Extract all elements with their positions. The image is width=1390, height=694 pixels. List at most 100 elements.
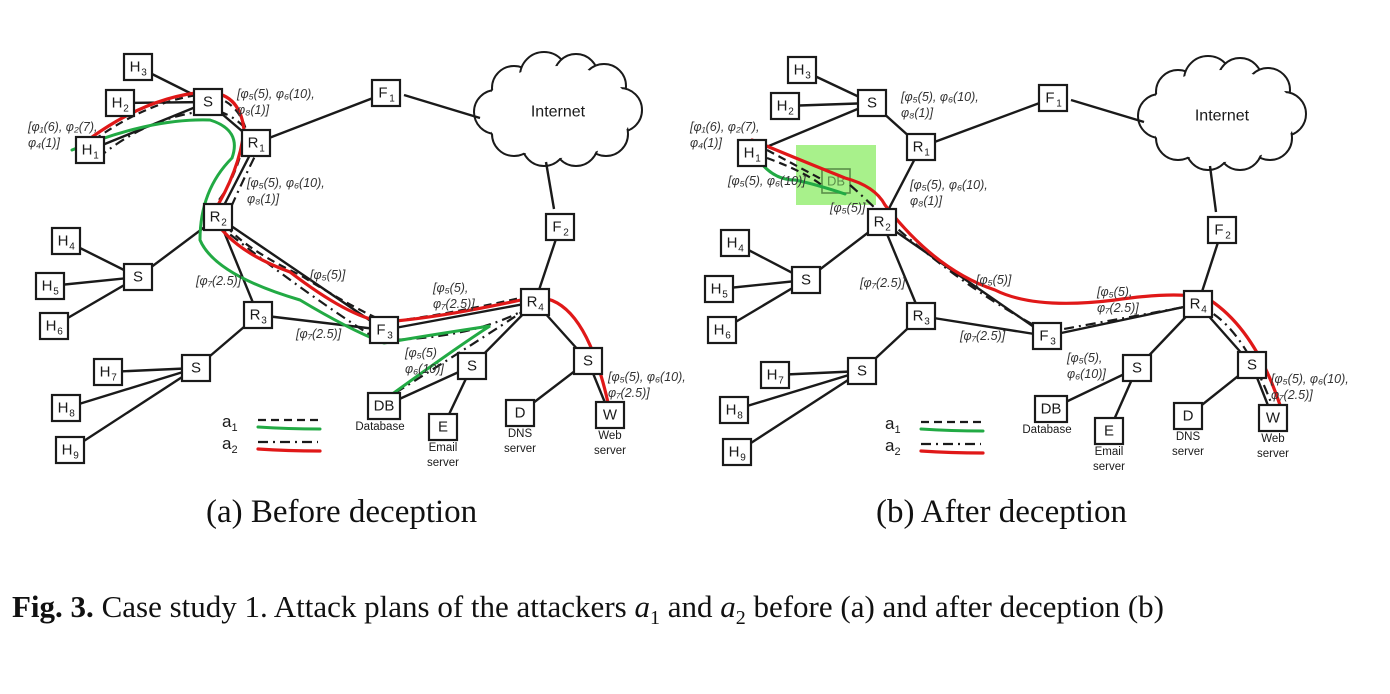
node-s-db: S bbox=[456, 351, 488, 381]
server-caption-w: server bbox=[594, 445, 626, 457]
node-label: E bbox=[438, 419, 448, 436]
server-caption-d: server bbox=[504, 443, 536, 455]
figure-number: Fig. 3. bbox=[12, 589, 94, 624]
node-label: H bbox=[46, 318, 57, 335]
node-subscript: 2 bbox=[123, 104, 129, 115]
link-f1-internet bbox=[1070, 98, 1145, 124]
link-r2-r3 bbox=[880, 221, 923, 317]
caption-text-1: Case study 1. Attack plans of the attack… bbox=[101, 589, 635, 624]
node-db: DB bbox=[366, 391, 402, 421]
subcaption-a: (a) Before deception bbox=[206, 494, 478, 530]
link-h8-s_low bbox=[65, 366, 197, 410]
legend-label-a2: a2 bbox=[222, 434, 238, 456]
node-subscript: 8 bbox=[737, 411, 743, 422]
link-f1-internet bbox=[403, 93, 481, 120]
annotation-h1-vulns: [φ₁(6), φ₂(7), bbox=[689, 120, 759, 134]
node-label: W bbox=[603, 407, 618, 424]
server-caption-d: DNS bbox=[1176, 431, 1201, 443]
node-subscript: 6 bbox=[57, 327, 63, 338]
node-d: D bbox=[504, 398, 536, 428]
node-label: F bbox=[1045, 90, 1054, 107]
node-label: H bbox=[130, 59, 141, 76]
node-subscript: 2 bbox=[885, 223, 891, 234]
node-label: S bbox=[1247, 357, 1257, 374]
node-label: S bbox=[867, 95, 877, 112]
node-subscript: 7 bbox=[111, 373, 117, 384]
node-label: R bbox=[210, 209, 221, 226]
internet-label: Internet bbox=[531, 104, 586, 121]
node-label: F bbox=[378, 85, 387, 102]
node-s-mid: S bbox=[790, 265, 822, 295]
node-subscript: 4 bbox=[538, 303, 544, 314]
caption-text-3: before (a) and after deception (b) bbox=[745, 589, 1164, 624]
node-s-top: S bbox=[856, 88, 888, 118]
server-caption-e: server bbox=[1093, 461, 1125, 473]
annotation-r3-f3-vulns: [φ₇(2.5)] bbox=[959, 329, 1006, 343]
node-s-low: S bbox=[180, 353, 212, 383]
node-subscript: 3 bbox=[924, 317, 930, 328]
server-caption-db: Database bbox=[355, 421, 404, 433]
node-label: H bbox=[711, 281, 722, 298]
internet-cloud: Internet bbox=[473, 51, 643, 167]
node-subscript: 1 bbox=[1056, 99, 1062, 110]
node-e: E bbox=[1093, 416, 1125, 446]
node-s-top: S bbox=[192, 87, 224, 117]
node-label: F bbox=[1214, 222, 1223, 239]
node-label: H bbox=[58, 233, 69, 250]
node-label: S bbox=[857, 363, 867, 380]
node-subscript: 4 bbox=[1201, 305, 1207, 316]
annotation-s-db-vulns: [φ₅(5) bbox=[404, 346, 437, 360]
node-subscript: 6 bbox=[725, 331, 731, 342]
node-label: H bbox=[729, 444, 740, 461]
server-caption-e: server bbox=[427, 457, 459, 469]
annotation-f3-r4-vulns: φ₇(2.5)] bbox=[1097, 301, 1139, 315]
server-caption-w: Web bbox=[598, 430, 621, 442]
annotation-r1-r2-vulns: [φ₅(5), φ₆(10), bbox=[909, 178, 988, 192]
server-caption-db: Database bbox=[1022, 424, 1071, 436]
server-caption-e: Email bbox=[1095, 446, 1124, 458]
attacker-a1-var: a bbox=[634, 589, 650, 624]
node-subscript: 1 bbox=[924, 148, 930, 159]
node-label: H bbox=[744, 145, 755, 162]
node-subscript: 5 bbox=[53, 287, 59, 298]
legend-highlight-a2 bbox=[919, 449, 985, 455]
node-s-low: S bbox=[846, 356, 878, 386]
node-subscript: 3 bbox=[387, 331, 393, 342]
node-label: R bbox=[250, 307, 261, 324]
legend-highlight-a2 bbox=[256, 447, 322, 453]
server-caption-e: Email bbox=[429, 442, 458, 454]
annotation-r2-r3-vulns: [φ₇(2.5)] bbox=[859, 276, 906, 290]
subcaption-b: (b) After deception bbox=[876, 494, 1128, 530]
annotation-r1-r2-vulns: φ₈(1)] bbox=[910, 194, 943, 208]
node-label: H bbox=[767, 367, 778, 384]
legend-label-a2: a2 bbox=[885, 436, 901, 458]
node-label: D bbox=[515, 405, 526, 422]
link-r3-f3 bbox=[920, 314, 1048, 338]
node-label: H bbox=[58, 400, 69, 417]
annotation-r2-f3-vulns: [φ₅(5)] bbox=[975, 273, 1012, 287]
attack-path-a1-highlight bbox=[70, 118, 491, 402]
node-subscript: 4 bbox=[738, 244, 744, 255]
node-label: R bbox=[913, 308, 924, 325]
node-label: S bbox=[1132, 360, 1142, 377]
annotation-s-r1-vulns: [φ₅(5), φ₆(10), bbox=[900, 90, 979, 104]
node-label: S bbox=[133, 269, 143, 286]
node-label: DB bbox=[374, 398, 395, 415]
node-label: H bbox=[42, 278, 53, 295]
node-subscript: 9 bbox=[73, 451, 79, 462]
node-label: R bbox=[248, 135, 259, 152]
annotation-r2-r3-vulns: [φ₇(2.5)] bbox=[195, 274, 242, 288]
